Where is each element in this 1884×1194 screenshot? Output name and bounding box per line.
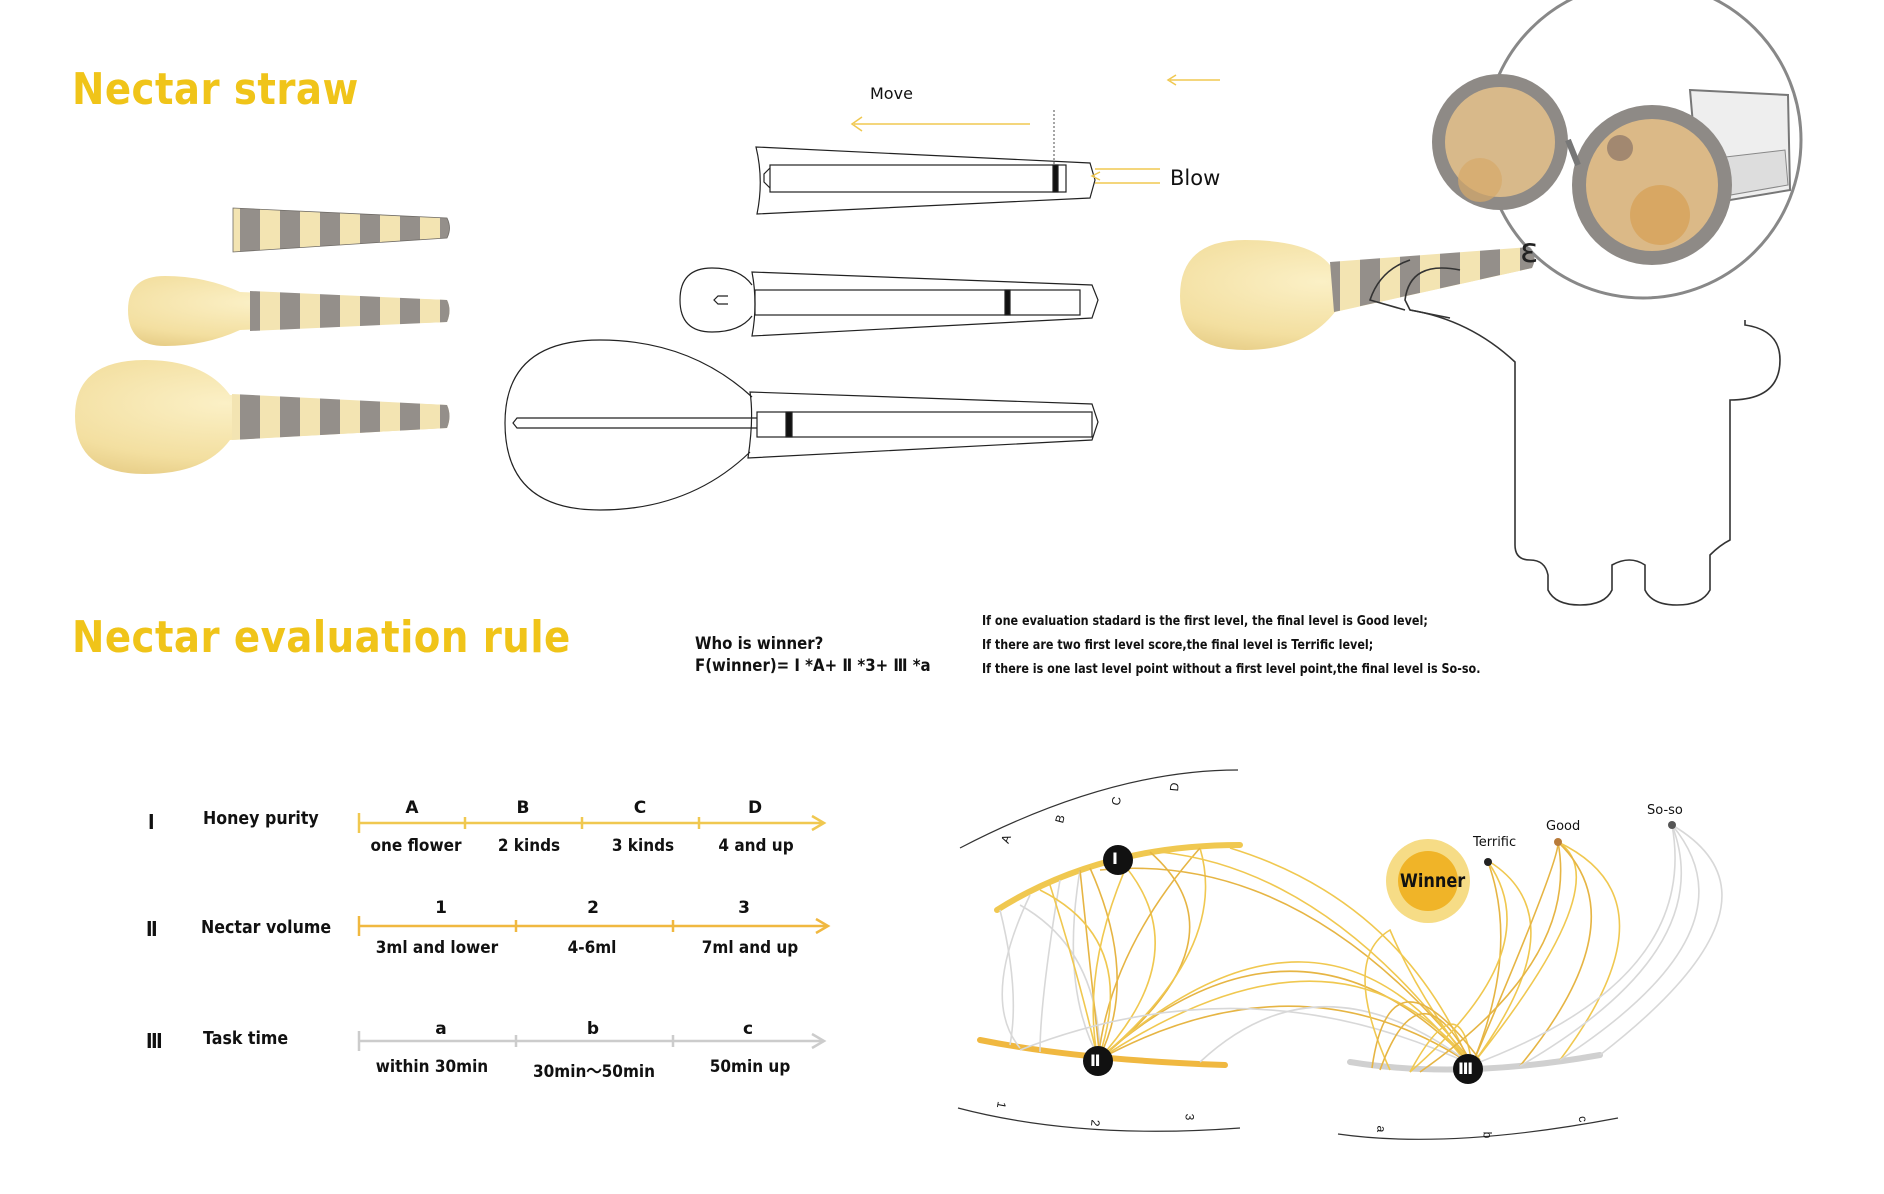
criterion-1-name: Honey purity — [203, 808, 319, 829]
arc1-letter-d: D — [1166, 782, 1182, 792]
node-1 — [1103, 845, 1133, 875]
move-label: Move — [870, 84, 913, 103]
node-2-label: Ⅱ — [1090, 1051, 1101, 1070]
blow-label: Blow — [1170, 166, 1221, 190]
arc3-letter-a: a — [1374, 1125, 1389, 1133]
scale-honey-purity — [357, 813, 827, 833]
volume-value-2: 4-6ml — [567, 938, 617, 958]
time-level-c: c — [742, 1019, 754, 1039]
time-value-c: 50min up — [709, 1057, 791, 1077]
scale-task-time — [357, 1031, 827, 1051]
good-dot — [1554, 838, 1562, 846]
evaluation-rule-title: Nectar evaluation rule — [72, 612, 571, 663]
soso-label: So-so — [1647, 803, 1683, 818]
rule-terrific: If there are two first level score,the f… — [982, 638, 1374, 653]
formula-question: Who is winner? — [695, 634, 824, 654]
volume-level-1: 1 — [435, 898, 447, 918]
arc2-number-2: 2 — [1088, 1119, 1103, 1127]
time-value-a: within 30min — [375, 1057, 489, 1077]
good-label: Good — [1546, 819, 1581, 834]
arc2-number-3: 3 — [1182, 1113, 1197, 1121]
node-2 — [1083, 1046, 1113, 1076]
purity-value-a: one flower — [370, 836, 462, 856]
purity-level-d: D — [747, 798, 763, 818]
purity-value-b: 2 kinds — [497, 836, 561, 856]
arc-outer-bottom-right — [1337, 1117, 1619, 1140]
rule-soso: If there is one last level point without… — [982, 662, 1481, 677]
purity-level-c: C — [633, 798, 647, 818]
straw-small-bulb — [128, 276, 450, 346]
goggles-icon — [1432, 74, 1792, 265]
arc-outer-top — [959, 769, 1239, 849]
volume-level-3: 3 — [738, 898, 750, 918]
terrific-dot — [1484, 858, 1492, 866]
criterion-1-numeral: Ⅰ — [148, 810, 155, 834]
purity-level-a: A — [405, 798, 419, 818]
rule-good: If one evaluation stadard is the first l… — [982, 614, 1428, 629]
connection-lines — [999, 824, 1723, 1073]
arc-outer-bottom-left — [957, 1107, 1241, 1132]
purity-value-d: 4 and up — [718, 836, 794, 856]
straw-large-bulb — [75, 360, 450, 474]
time-level-a: a — [435, 1019, 447, 1039]
time-level-b: b — [586, 1019, 600, 1039]
formula-expression: F(winner)= Ⅰ *A+ Ⅱ *3+ Ⅲ *a — [695, 656, 931, 676]
criterion-3-name: Task time — [203, 1028, 289, 1049]
terrific-label: Terrific — [1473, 835, 1517, 850]
winner-core — [1398, 851, 1458, 911]
node-3-label: Ⅲ — [1458, 1059, 1474, 1078]
soso-dot — [1668, 821, 1676, 829]
criterion-3-numeral: Ⅲ — [146, 1029, 163, 1053]
volume-level-2: 2 — [587, 898, 599, 918]
time-value-b: 30min～50min — [532, 1062, 656, 1082]
winner-label: Winner — [1400, 870, 1466, 892]
straw-plain — [232, 207, 450, 253]
nectar-straw-title: Nectar straw — [72, 64, 359, 115]
purity-value-c: 3 kinds — [611, 836, 675, 856]
volume-value-1: 3ml and lower — [375, 938, 499, 958]
mouth-icon: ɛ — [1520, 231, 1538, 271]
criterion-2-name: Nectar volume — [201, 917, 332, 938]
criterion-2-numeral: Ⅱ — [146, 917, 158, 941]
scale-nectar-volume — [357, 916, 831, 936]
node-3 — [1453, 1054, 1483, 1084]
node-1-label: Ⅰ — [1112, 849, 1118, 868]
arc3-letter-b: b — [1480, 1131, 1495, 1139]
volume-value-3: 7ml and up — [701, 938, 799, 958]
purity-level-b: B — [516, 798, 530, 818]
